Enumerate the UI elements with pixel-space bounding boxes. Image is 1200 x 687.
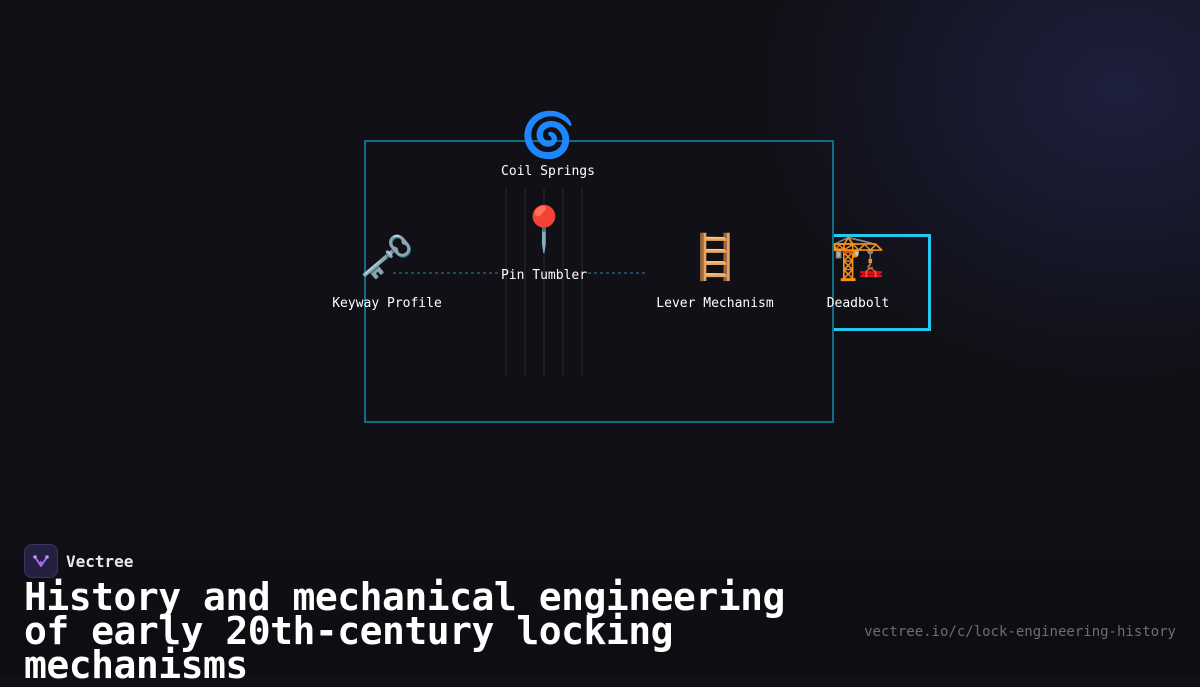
node-lever-mechanism[interactable]: 🪜 Lever Mechanism <box>656 232 773 311</box>
node-label: Coil Springs <box>501 164 595 179</box>
ladder-icon: 🪜 <box>687 232 743 283</box>
brand[interactable]: Vectree <box>24 544 133 578</box>
node-label: Pin Tumbler <box>500 268 588 283</box>
node-pin-tumbler[interactable]: 📍 Pin Tumbler <box>501 204 587 283</box>
brand-name: Vectree <box>66 551 134 571</box>
diagram-frame <box>364 140 834 423</box>
node-label: Deadbolt <box>826 296 890 311</box>
spiral-icon: 🌀 <box>520 110 576 161</box>
source-url[interactable]: vectree.io/c/lock-engineering-history <box>864 624 1176 640</box>
node-deadbolt[interactable]: 🏗️ Deadbolt <box>827 232 890 311</box>
key-icon: 🗝️ <box>359 232 415 283</box>
deadbolt-highlight-box <box>834 234 931 331</box>
node-label: Lever Mechanism <box>656 296 774 311</box>
pin-icon: 📍 <box>516 204 572 255</box>
vectree-logo-icon <box>24 544 58 578</box>
node-keyway-profile[interactable]: 🗝️ Keyway Profile <box>332 232 442 311</box>
node-label: Keyway Profile <box>332 296 442 311</box>
node-coil-springs[interactable]: 🌀 Coil Springs <box>501 110 595 179</box>
page-title: History and mechanical engineering of ea… <box>24 575 785 687</box>
crane-icon: 🏗️ <box>830 232 886 283</box>
